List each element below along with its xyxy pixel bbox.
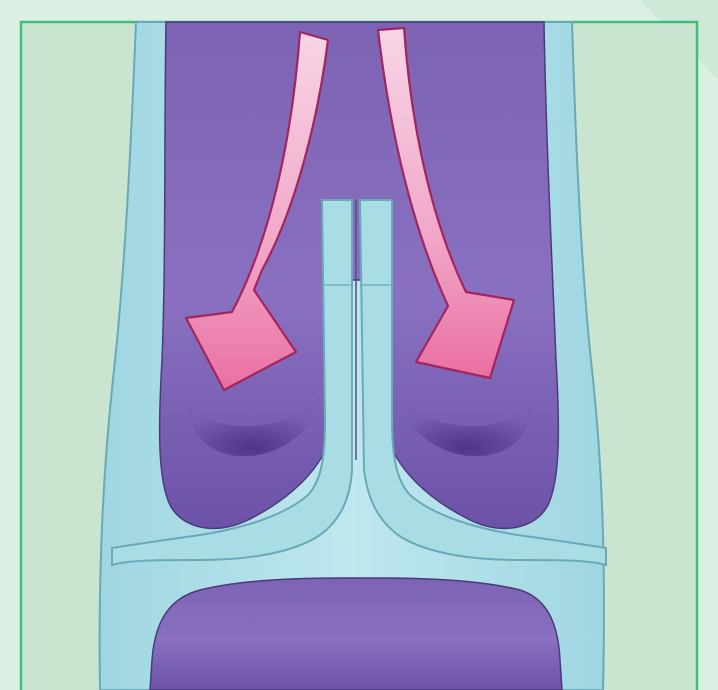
lower-blood-lumen xyxy=(150,578,562,690)
